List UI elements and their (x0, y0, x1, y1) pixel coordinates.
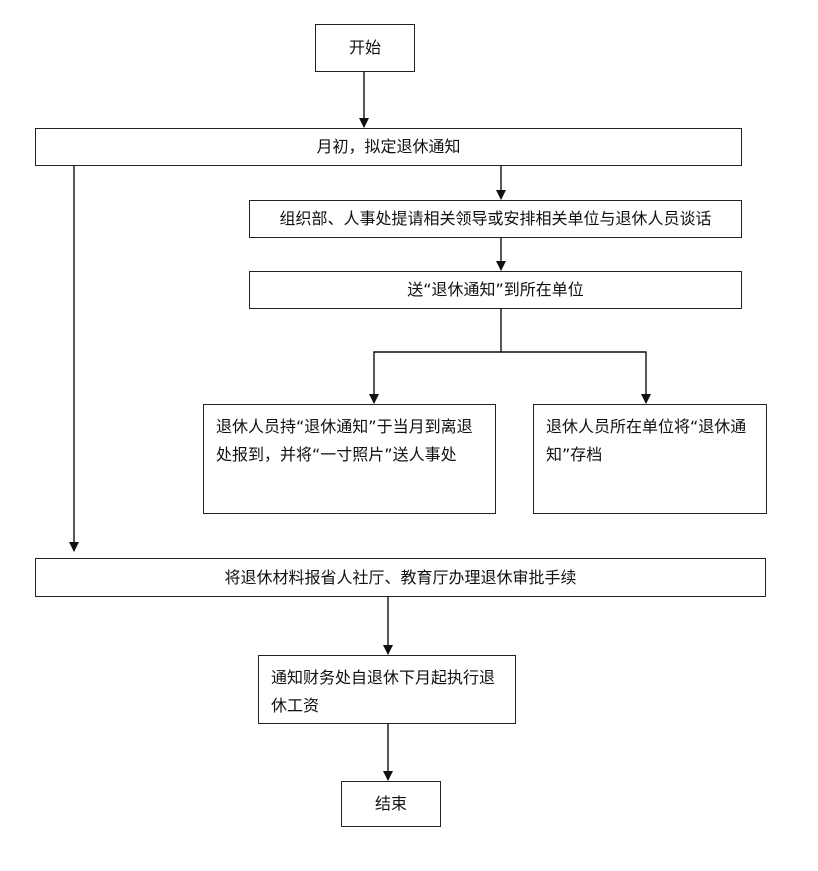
end-node: 结束 (341, 781, 441, 827)
start-node: 开始 (315, 24, 415, 72)
report-to-office-step: 退休人员持“退休通知”于当月到离退处报到，并将“一寸照片”送人事处 (203, 404, 496, 514)
finance-notice-step: 通知财务处自退休下月起执行退休工资 (258, 655, 516, 724)
send-notice-step: 送“退休通知”到所在单位 (249, 271, 742, 309)
draft-notice-step: 月初，拟定退休通知 (35, 128, 742, 166)
branch-connector (369, 309, 502, 404)
branch-connector-right (501, 351, 651, 404)
archive-notice-step: 退休人员所在单位将“退休通知”存档 (533, 404, 767, 514)
leader-talk-step: 组织部、人事处提请相关领导或安排相关单位与退休人员谈话 (249, 200, 742, 238)
approval-procedure-step: 将退休材料报省人社厅、教育厅办理退休审批手续 (35, 558, 766, 597)
